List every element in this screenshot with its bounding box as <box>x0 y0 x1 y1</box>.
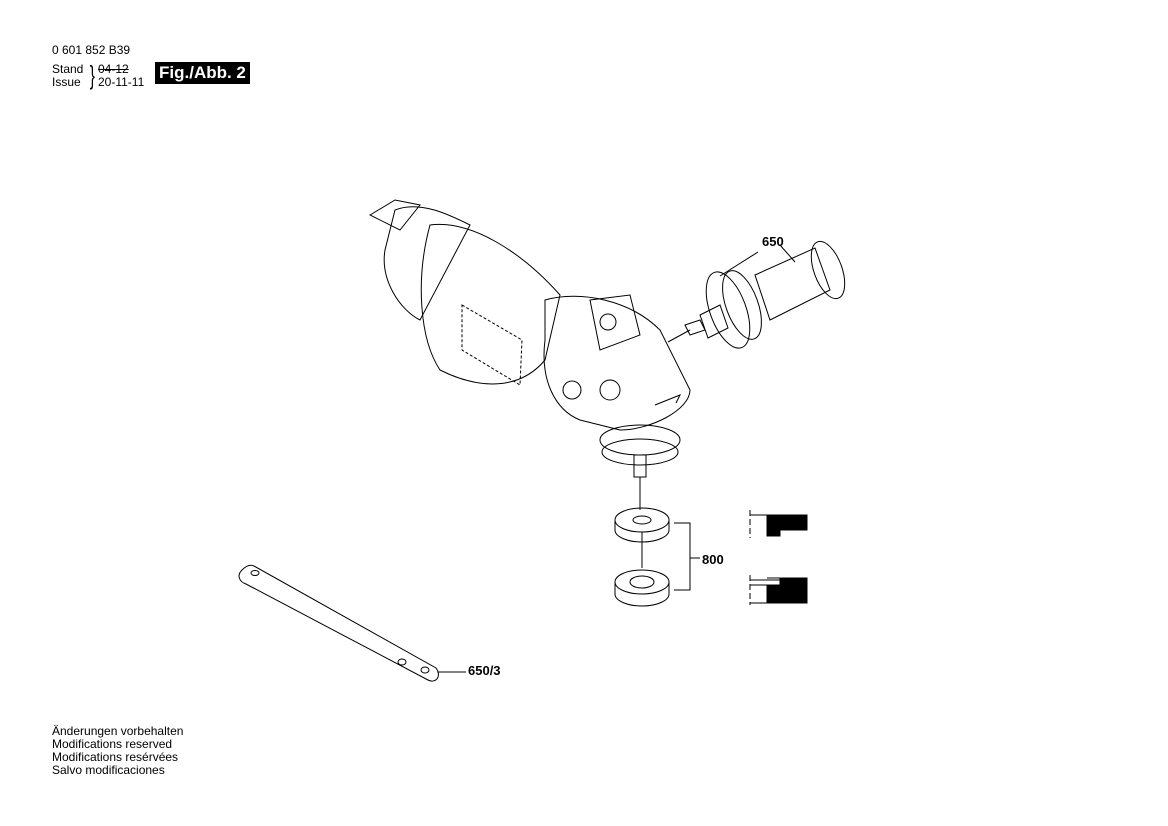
issue-label: Issue <box>52 75 81 89</box>
current-revision: 20-11-11 <box>98 75 145 89</box>
part-label-650[interactable]: 650 <box>762 234 784 249</box>
auxiliary-handle-drawing <box>684 240 846 349</box>
part-label-800[interactable]: 800 <box>702 552 724 567</box>
leader-line-650 <box>719 251 759 277</box>
previous-revision: 04-12 <box>98 62 129 76</box>
note-fr: Modifications resérvées <box>52 750 179 764</box>
note-en: Modifications reserved <box>52 737 173 751</box>
flange-set-drawing <box>614 507 700 607</box>
brace-icon: } <box>89 60 95 90</box>
document-number: 0 601 852 B39 <box>52 43 131 57</box>
note-es: Salvo modificaciones <box>52 763 165 777</box>
stand-label: Stand <box>52 62 84 76</box>
spanner-wrench-drawing <box>238 564 466 682</box>
note-de: Änderungen vorbehalten <box>52 724 184 738</box>
flange-cross-sections <box>749 510 808 605</box>
part-label-650-3[interactable]: 650/3 <box>468 663 501 678</box>
angle-grinder-drawing <box>368 199 691 510</box>
figure-label: Fig./Abb. 2 <box>155 62 250 84</box>
footer-notes: Änderungen vorbehalten Modifications res… <box>52 725 183 777</box>
